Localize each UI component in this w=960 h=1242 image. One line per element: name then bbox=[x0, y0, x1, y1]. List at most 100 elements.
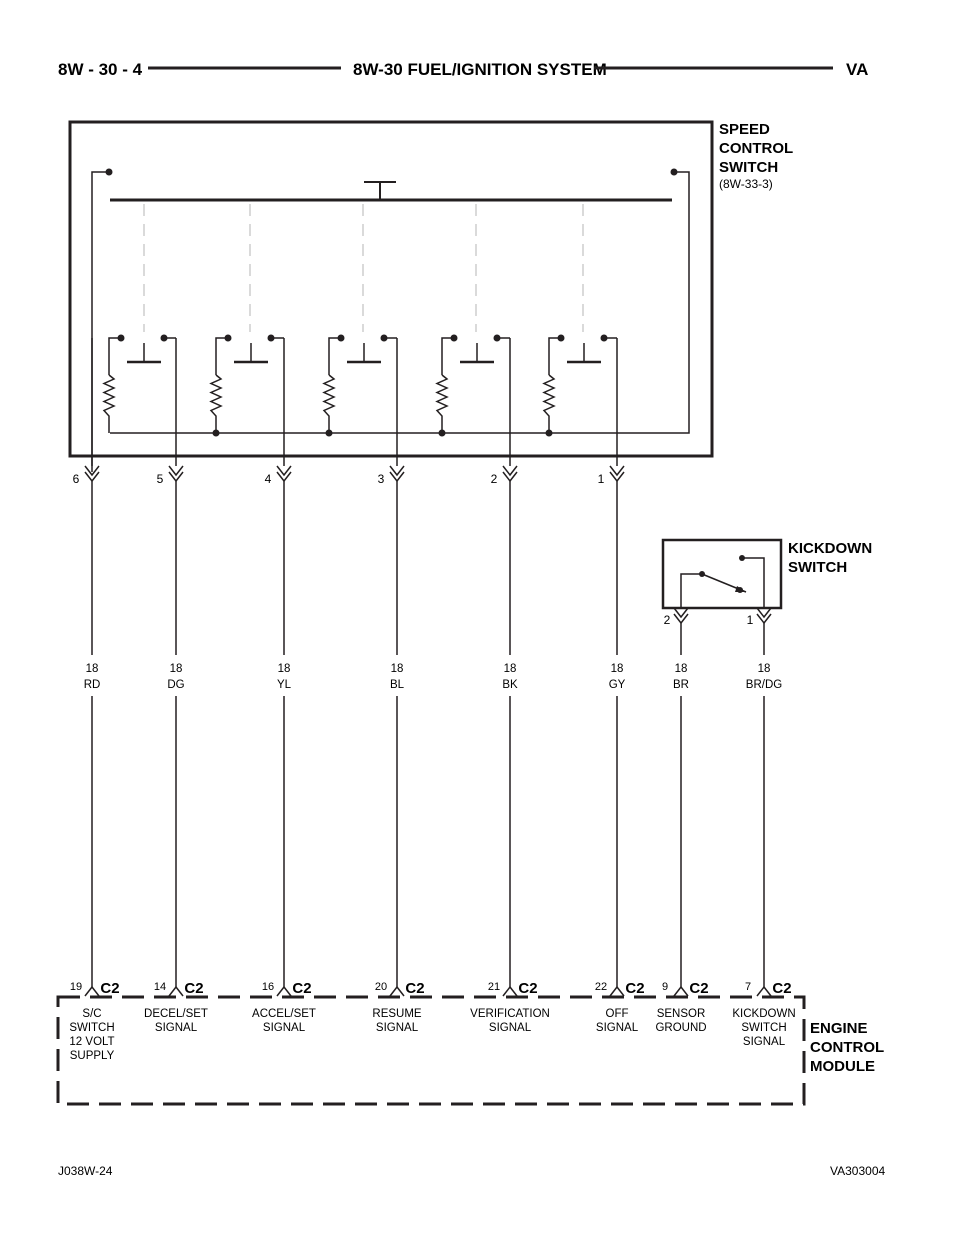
resistor-icon bbox=[542, 374, 556, 433]
ecm-function-label: SIGNAL bbox=[489, 1022, 532, 1034]
ecm-function-label: SENSOR bbox=[657, 1008, 706, 1020]
ecm-connector-chevron bbox=[389, 985, 405, 997]
mechanical-linkage bbox=[143, 204, 584, 332]
speed-control-switch: SPEED CONTROL SWITCH (8W-33-3) bbox=[68, 120, 793, 472]
switch-cell bbox=[322, 334, 388, 437]
cell-resistor-lead bbox=[215, 337, 228, 375]
cell-contact-right bbox=[380, 334, 388, 342]
ecm-function-label: KICKDOWN bbox=[732, 1008, 795, 1020]
ecm-pin-number: 7 bbox=[745, 981, 751, 993]
cell-contact-right bbox=[600, 334, 608, 342]
ecm-pin-number: 22 bbox=[595, 981, 607, 993]
ecm-function-label: SIGNAL bbox=[376, 1022, 419, 1034]
engine-control-module: ENGINE CONTROL MODULE bbox=[56, 995, 884, 1106]
ecm-pin-number: 14 bbox=[154, 981, 166, 993]
wire-gauge: 18 bbox=[170, 663, 183, 675]
junction-dot bbox=[545, 429, 553, 437]
ecm-connector-chevron bbox=[756, 985, 772, 997]
switch-housing bbox=[68, 120, 714, 458]
kickdown-housing bbox=[661, 538, 783, 610]
ecm-function-label: SIGNAL bbox=[155, 1022, 198, 1034]
connector-chevron bbox=[673, 607, 689, 619]
junction-dot bbox=[325, 429, 333, 437]
connector-chevron bbox=[389, 471, 405, 483]
connector-chevron bbox=[276, 465, 292, 477]
ecm-connector-chevron bbox=[609, 985, 625, 997]
switch-pin-number: 2 bbox=[491, 472, 498, 486]
kickdown-wire-left bbox=[680, 573, 700, 608]
ecm-function-label: S/C bbox=[82, 1008, 101, 1020]
wire-color: RD bbox=[84, 679, 101, 691]
wire-color: BR bbox=[673, 679, 689, 691]
ecm-connector-id: C2 bbox=[405, 980, 424, 997]
wire-gauge: 18 bbox=[278, 663, 291, 675]
ecm-connector-chevron bbox=[673, 985, 689, 997]
ecm-title-3: MODULE bbox=[810, 1058, 875, 1075]
ecm-function-label: ACCEL/SET bbox=[252, 1008, 316, 1020]
ecm-pin-number: 20 bbox=[375, 981, 387, 993]
feed-wire-left bbox=[91, 171, 109, 472]
ecm-pin-number: 9 bbox=[662, 981, 668, 993]
connector-chevron bbox=[84, 465, 100, 477]
footer-right-code: VA303004 bbox=[830, 1164, 885, 1178]
ecm-function-label: VERIFICATION bbox=[470, 1008, 550, 1020]
wire-color: GY bbox=[609, 679, 626, 691]
section-title: 8W-30 FUEL/IGNITION SYSTEM bbox=[353, 60, 607, 79]
ecm-function-label: SIGNAL bbox=[263, 1022, 306, 1034]
wire-gauge: 18 bbox=[86, 663, 99, 675]
ecm-pin-number: 19 bbox=[70, 981, 82, 993]
speed-switch-title-3: SWITCH bbox=[719, 159, 778, 176]
cell-resistor-lead bbox=[548, 337, 561, 375]
wire-gauge: 18 bbox=[504, 663, 517, 675]
connector-chevron bbox=[276, 471, 292, 483]
wire-color: YL bbox=[277, 679, 292, 691]
page-footer: J038W-24 VA303004 bbox=[58, 1164, 885, 1178]
switch-pin-number: 1 bbox=[598, 472, 605, 486]
wire-color: BL bbox=[390, 679, 405, 691]
connector-chevron bbox=[756, 607, 772, 619]
switch-pin-number: 6 bbox=[73, 472, 80, 486]
ecm-function-label: OFF bbox=[606, 1008, 629, 1020]
ecm-function-label: DECEL/SET bbox=[144, 1008, 208, 1020]
kickdown-switch: KICKDOWN SWITCH bbox=[661, 538, 872, 610]
ecm-function-label: RESUME bbox=[372, 1008, 422, 1020]
ecm-function-label: SWITCH bbox=[69, 1022, 114, 1034]
connector-chevron bbox=[609, 471, 625, 483]
wire-color: DG bbox=[167, 679, 184, 691]
connector-chevron bbox=[502, 465, 518, 477]
wire-gauge: 18 bbox=[758, 663, 771, 675]
connector-chevron bbox=[673, 613, 689, 625]
kickdown-wire-right bbox=[742, 557, 765, 608]
page-number: 8W - 30 - 4 bbox=[58, 60, 143, 79]
cell-contact-right bbox=[267, 334, 275, 342]
ecm-title-1: ENGINE bbox=[810, 1020, 868, 1037]
cell-resistor-lead bbox=[328, 337, 341, 375]
switch-pin-number: 5 bbox=[157, 472, 164, 486]
switch-pin-number: 2 bbox=[664, 613, 671, 627]
ecm-function-label: SWITCH bbox=[741, 1022, 786, 1034]
ecm-connector-id: C2 bbox=[100, 980, 119, 997]
ecm-function-label: SIGNAL bbox=[596, 1022, 639, 1034]
cell-contact-right bbox=[493, 334, 501, 342]
feed-contact-left bbox=[105, 168, 113, 176]
connector-chevron bbox=[609, 465, 625, 477]
feed-wire-right bbox=[110, 171, 690, 434]
speed-switch-reference: (8W-33-3) bbox=[719, 177, 773, 191]
switch-cell bbox=[102, 334, 168, 433]
connector-chevron bbox=[168, 471, 184, 483]
resistor-icon bbox=[209, 374, 223, 433]
wire-color: BK bbox=[502, 679, 518, 691]
ecm-housing bbox=[56, 995, 806, 1106]
page-header: 8W - 30 - 4 8W-30 FUEL/IGNITION SYSTEM V… bbox=[58, 60, 868, 79]
cell-resistor-lead bbox=[108, 337, 121, 375]
ecm-connector-chevron bbox=[168, 985, 184, 997]
ecm-connector-chevron bbox=[84, 985, 100, 997]
ecm-connector-id: C2 bbox=[772, 980, 791, 997]
